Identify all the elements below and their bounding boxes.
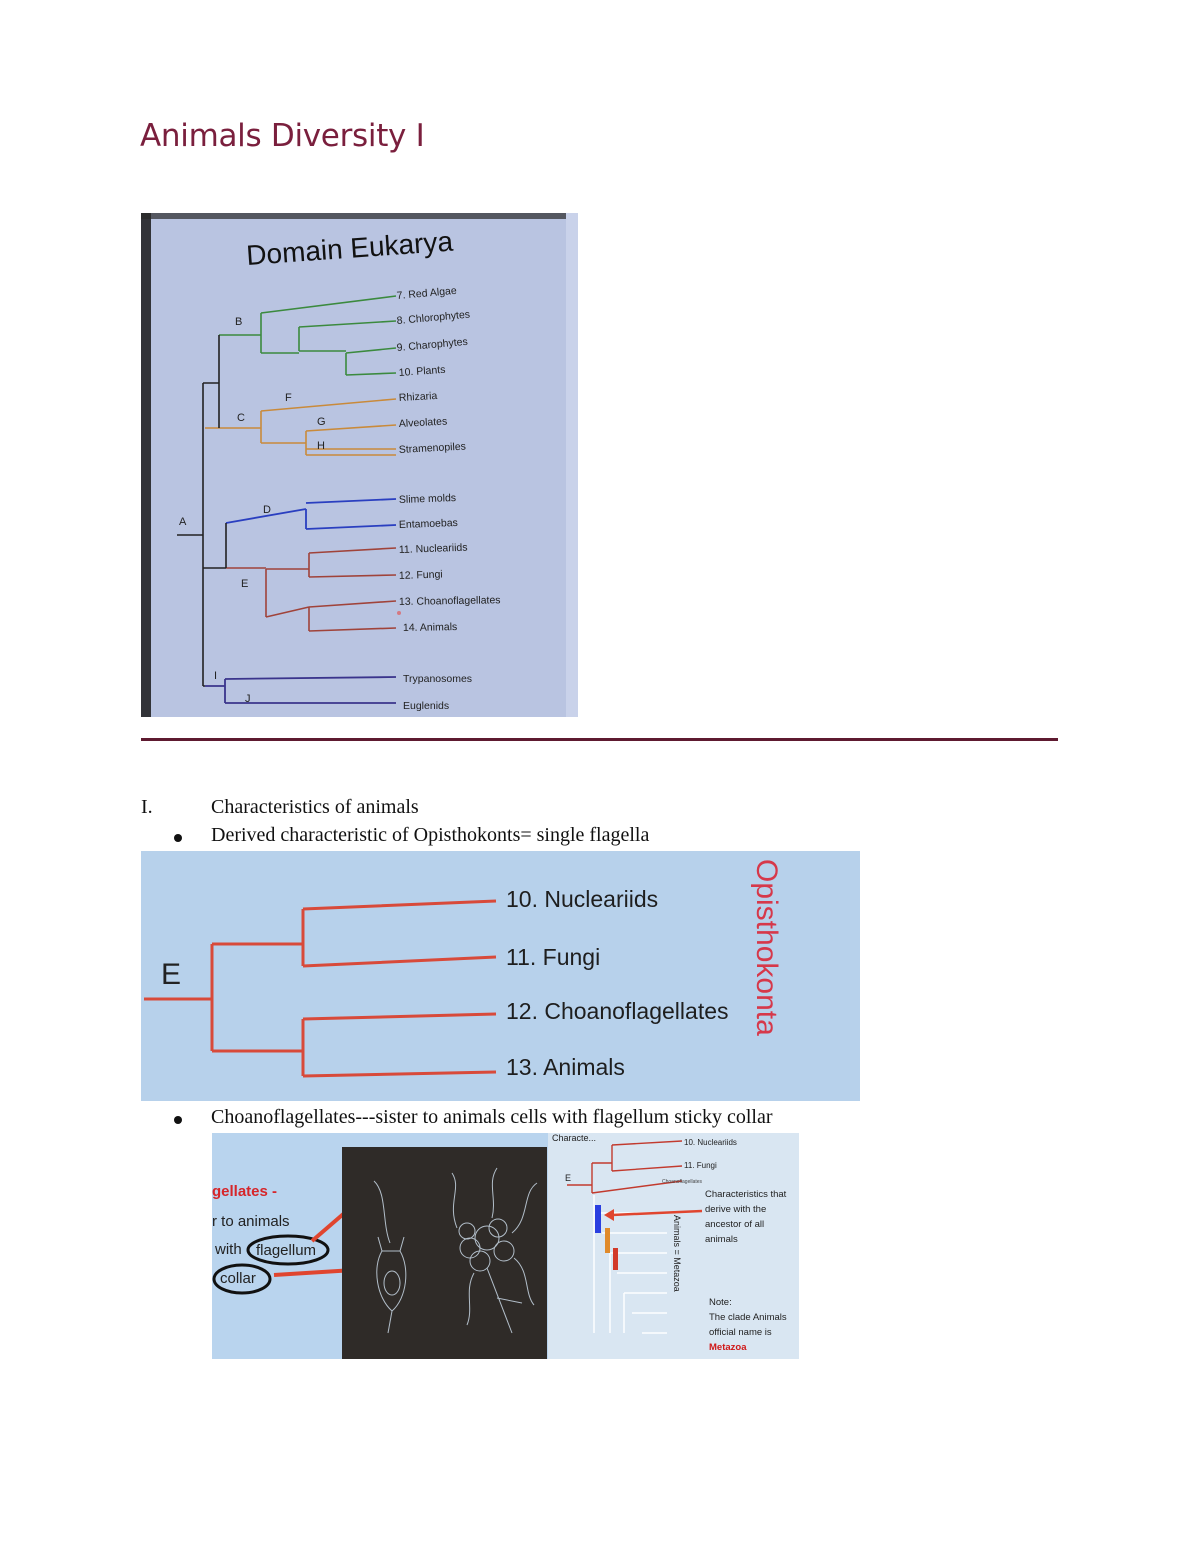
taxon-label: 12. Choanoflagellates [506, 998, 729, 1024]
note-line: official name is [709, 1327, 772, 1338]
section-divider [141, 738, 1058, 741]
annotation-line: derive with the [705, 1204, 766, 1215]
bullet-icon [174, 1116, 182, 1124]
node-labels: A B C D E F G H I J [179, 316, 326, 705]
choanoflagellates-figure: gellates - r to animals with flagellum c… [212, 1133, 799, 1359]
taxon-label: 10. Plants [398, 364, 445, 379]
green-clade-branches [219, 295, 397, 376]
document-title: Animals Diversity I [140, 118, 425, 154]
bullet-text: Choanoflagellates---sister to animals ce… [211, 1106, 773, 1128]
node-label-j: J [245, 693, 251, 705]
note-text: Note: The clade Animals official name is… [709, 1297, 787, 1353]
bullet-icon [174, 834, 182, 842]
opisthokonta-tree-svg: E 10. Nucleariids 11. Fungi 12. Choanofl… [141, 851, 860, 1101]
section-number: I. [141, 796, 153, 818]
annotation-line: ancestor of all [705, 1219, 764, 1230]
taxon-label: 13. Choanoflagellates [399, 594, 501, 608]
taxon-label: Rhizaria [399, 390, 438, 404]
annotation-line: animals [705, 1234, 738, 1245]
eukarya-tree-figure: Domain Eukarya [141, 213, 578, 717]
orange-marker [605, 1228, 610, 1253]
node-label-e: E [241, 578, 248, 590]
orange-clade-branches [205, 398, 397, 456]
node-label-c: C [237, 412, 245, 424]
taxon-label: Euglenids [403, 700, 449, 712]
opisthokonta-side-label: Opisthokonta [750, 859, 783, 1036]
node-label-d: D [263, 504, 271, 516]
opisthokonta-branches [144, 899, 497, 1078]
taxon-label: Stramenopiles [399, 440, 467, 455]
micrograph [342, 1147, 547, 1359]
slide-text-collar: collar [220, 1270, 256, 1287]
node-label-b: B [235, 316, 242, 328]
slide-text-sister: r to animals [212, 1213, 290, 1230]
taxon-label: 7. Red Algae [396, 285, 457, 302]
annotation-text: Characteristics that derive with the anc… [705, 1189, 787, 1245]
node-label-a: A [179, 516, 187, 528]
flagellum-circle [246, 1234, 330, 1266]
node-label-h: H [317, 440, 325, 452]
blue-clade-branches [225, 498, 397, 530]
note-line: The clade Animals [709, 1312, 787, 1323]
section-heading-text: Characteristics of animals [211, 796, 419, 818]
tree-header: Characte... [552, 1133, 596, 1143]
red-clade-branches [226, 547, 397, 632]
node-label-i: I [214, 670, 217, 682]
taxon-label: 11. Fungi [506, 944, 600, 970]
taxon-label: 12. Fungi [399, 568, 443, 582]
opisthokonta-tree-figure: E 10. Nucleariids 11. Fungi 12. Choanofl… [141, 851, 860, 1101]
node-label-f: F [285, 392, 292, 404]
bullet-text: Derived characteristic of Opisthokonts= … [211, 824, 650, 846]
taxa-labels: 7. Red Algae 8. Chlorophytes 9. Charophy… [396, 285, 500, 712]
tree-taxon-label: 11. Fungi [684, 1161, 717, 1170]
taxon-label: Entamoebas [399, 517, 458, 531]
node-label-e: E [565, 1173, 571, 1183]
choanoflagellates-svg: gellates - r to animals with flagellum c… [212, 1133, 799, 1359]
note-line: Note: [709, 1297, 732, 1308]
annotation-line: Characteristics that [705, 1189, 787, 1200]
node-label-e: E [161, 958, 181, 991]
red-marker [613, 1248, 618, 1270]
slide-text-gellates: gellates - [212, 1183, 277, 1200]
collar-circle [212, 1263, 272, 1295]
node-label-g: G [317, 416, 326, 428]
small-tree-branches [567, 1140, 683, 1194]
slide-text-flagellum: flagellum [256, 1242, 316, 1259]
tree-taxon-label: Choanoflagellates [662, 1179, 703, 1185]
note-highlight: Metazoa [709, 1342, 747, 1353]
choanoflagellate-colony-illustration [451, 1167, 538, 1334]
taxon-label: Trypanosomes [403, 673, 472, 685]
backbone-branches [177, 335, 227, 687]
choanoflagellate-cell-illustration [373, 1180, 407, 1334]
taxon-label: 14. Animals [403, 621, 457, 634]
blue-marker [595, 1205, 601, 1233]
taxon-label: Alveolates [399, 415, 448, 430]
slide-text-with: with [214, 1241, 242, 1258]
tree-taxon-label: 10. Nucleariids [684, 1138, 737, 1147]
taxon-label: 10. Nucleariids [506, 886, 658, 912]
annotation-arrow [604, 1209, 703, 1221]
eukarya-tree-svg: Domain Eukarya [141, 213, 578, 717]
taxon-label: 11. Nucleariids [399, 542, 468, 556]
metazoa-vertical-label: Animals = Metazoa [672, 1215, 682, 1292]
taxon-label: 13. Animals [506, 1054, 625, 1080]
opisthokonta-taxa: 10. Nucleariids 11. Fungi 12. Choanoflag… [506, 886, 729, 1080]
purple-clade-branches [205, 676, 397, 704]
taxon-label: Slime molds [399, 492, 457, 506]
